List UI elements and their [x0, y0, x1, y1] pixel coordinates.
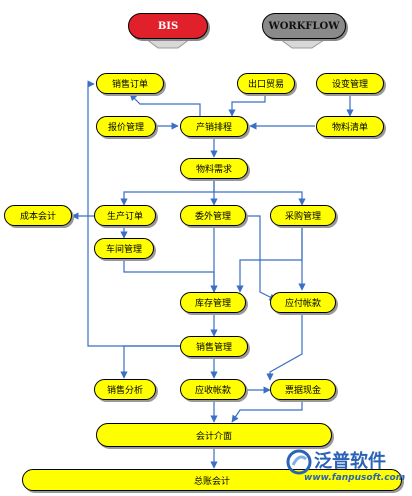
node-bom[interactable]: 物料清单	[316, 116, 384, 137]
watermark-brand: 泛普软件	[314, 451, 386, 472]
node-material-requirement[interactable]: 物料需求	[180, 158, 248, 179]
node-quotation-mgmt[interactable]: 报价管理	[96, 116, 156, 137]
node-accounts-payable[interactable]: 应付帐款	[270, 292, 336, 313]
arrow-sales-to-analysis	[120, 345, 180, 379]
node-sales-order[interactable]: 销售订单	[96, 73, 164, 94]
node-production-order[interactable]: 生产订单	[94, 205, 156, 226]
node-production-planning[interactable]: 产销排程	[180, 116, 248, 137]
arrow-requirement-to-purchasing	[214, 191, 306, 206]
node-inventory-mgmt[interactable]: 库存管理	[180, 292, 246, 313]
node-purchasing-mgmt[interactable]: 采购管理	[270, 205, 336, 226]
node-cost-accounting[interactable]: 成本会计	[4, 205, 72, 226]
watermark-url: www.fanpusoft.com	[304, 473, 406, 483]
bis-badge[interactable]: BIS	[128, 13, 208, 39]
node-accounting-interface[interactable]: 会计介面	[96, 423, 332, 447]
node-design-mgmt[interactable]: 设变管理	[316, 73, 384, 94]
arrow-export-to-planning	[228, 93, 266, 117]
arrow-workshop-to-inventory	[123, 258, 218, 293]
arrow-planning-to-sales-order	[129, 93, 201, 118]
arrow-cash-to-interface	[231, 400, 303, 423]
node-workshop-mgmt[interactable]: 车间管理	[94, 238, 154, 259]
arrow-outsourcing-to-payable	[246, 215, 277, 301]
arrow-payable-to-cash	[266, 312, 303, 381]
node-general-ledger[interactable]: 总账会计	[22, 469, 402, 491]
node-export-trade[interactable]: 出口贸易	[237, 73, 295, 94]
node-sales-mgmt[interactable]: 销售管理	[180, 336, 248, 357]
node-outsourcing-mgmt[interactable]: 委外管理	[180, 205, 246, 226]
arrow-purchasing-to-inventory	[236, 226, 303, 293]
node-accounts-receivable[interactable]: 应收帐款	[180, 379, 246, 400]
watermark: 泛普软件 www.fanpusoft.com	[286, 447, 406, 491]
workflow-badge[interactable]: WORKFLOW	[262, 13, 346, 39]
arrow-requirement-to-production	[120, 179, 215, 206]
fanpu-logo-icon	[286, 449, 312, 475]
node-notes-cash[interactable]: 票据现金	[270, 379, 336, 400]
node-sales-analysis[interactable]: 销售分析	[94, 379, 156, 400]
